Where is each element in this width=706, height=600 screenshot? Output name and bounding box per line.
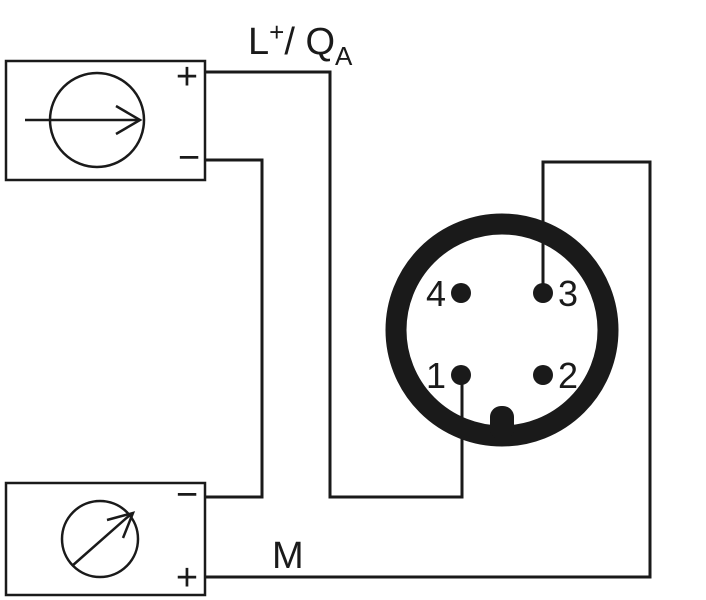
- meter-box: − +: [4, 474, 207, 599]
- wire-minus-link: [205, 158, 264, 499]
- supply-plus-terminal: +: [176, 56, 198, 98]
- wire-m-to-pin3: [205, 160, 652, 579]
- supply-minus-terminal: −: [178, 137, 200, 179]
- pin-3-label: 3: [558, 273, 578, 314]
- arrowhead-icon: [106, 511, 136, 539]
- pin-2-dot: [533, 365, 553, 385]
- meter-symbol-icon: [60, 499, 140, 579]
- arrowhead-icon: [115, 104, 143, 136]
- meter-minus-terminal: −: [176, 474, 198, 516]
- supply-line-label: L+/ QA: [248, 17, 353, 71]
- ground-line-label: M: [272, 535, 304, 577]
- wire-supply-to-pin1: [205, 70, 464, 499]
- pin-4-dot: [451, 283, 471, 303]
- connector-ring: [385, 213, 619, 447]
- pin-3-dot: [533, 283, 553, 303]
- pin-4-label: 4: [426, 273, 446, 314]
- meter-plus-terminal: +: [176, 557, 198, 599]
- pin-1-label: 1: [426, 355, 446, 396]
- pin-2-label: 2: [558, 355, 578, 396]
- pin-1-dot: [451, 365, 471, 385]
- supply-box: + −: [4, 56, 207, 182]
- connector-face: 4 3 1 2: [385, 213, 619, 447]
- supply-symbol-icon: [25, 71, 146, 169]
- connector-keying-notch: [490, 406, 514, 440]
